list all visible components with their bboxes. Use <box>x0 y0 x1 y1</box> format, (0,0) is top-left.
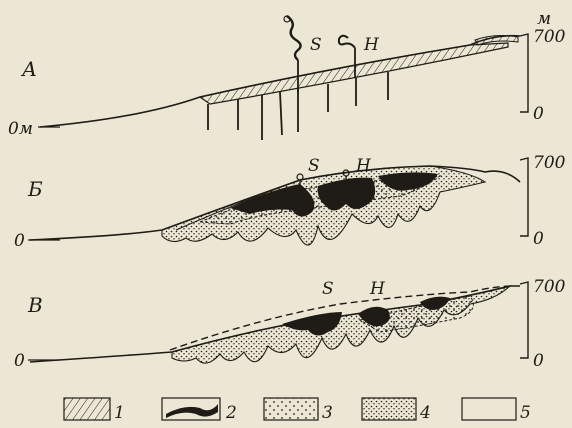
vent-label-s-b: S <box>308 156 320 176</box>
unit-label: м <box>537 9 551 29</box>
scale-bar-a <box>520 34 528 112</box>
legend-label-3: 3 <box>322 403 333 423</box>
sea-level-label-v: 0 <box>14 351 25 371</box>
legend: 1 2 3 4 5 <box>64 398 531 423</box>
panel-a: А 0м S H м 700 0 <box>8 9 566 140</box>
panel-letter-b: Б <box>27 177 43 201</box>
legend-item-2: 2 <box>162 398 237 423</box>
legend-item-1: 1 <box>64 398 125 423</box>
vent-s-marker-b <box>297 174 303 180</box>
legend-item-3: 3 <box>264 398 333 423</box>
scale-bottom-b: 0 <box>533 229 544 249</box>
legend-swatch-blank <box>462 398 516 420</box>
panel-b: Б 0 S H 700 0 <box>14 153 566 251</box>
sea-level-label-a: 0м <box>8 119 33 139</box>
legend-label-2: 2 <box>225 403 237 423</box>
vent-label-s-v: S <box>322 279 334 299</box>
legend-item-5: 5 <box>462 398 531 423</box>
vent-label-h-v: H <box>369 279 386 299</box>
vent-label-h-a: H <box>363 35 380 55</box>
legend-label-1: 1 <box>114 403 125 423</box>
vent-h-plume-a <box>339 36 355 48</box>
scale-bottom-a: 0 <box>533 104 544 124</box>
panel-letter-v: В <box>27 293 43 317</box>
legend-swatch-sparse-dots <box>264 398 318 420</box>
scale-top-b: 700 <box>533 153 566 173</box>
panel-letter-a: А <box>20 57 37 81</box>
scale-bottom-v: 0 <box>533 351 544 371</box>
scale-bar-v <box>520 282 528 358</box>
hatched-layer-a <box>200 43 508 104</box>
scale-bar-b <box>520 158 528 236</box>
vent-s-plume-a <box>287 16 301 60</box>
sea-level-label-b: 0 <box>14 231 25 251</box>
legend-item-4: 4 <box>362 398 431 423</box>
scale-top-v: 700 <box>533 277 566 297</box>
vent-label-h-b: H <box>355 156 372 176</box>
legend-swatch-hatched <box>64 398 110 420</box>
panel-v: В 0 S H 700 0 <box>14 277 566 371</box>
legend-swatch-dense-dots <box>362 398 416 420</box>
scale-top-a: 700 <box>533 27 566 47</box>
legend-label-4: 4 <box>419 403 431 423</box>
vent-label-s-a: S <box>310 35 322 55</box>
legend-label-5: 5 <box>520 403 531 423</box>
